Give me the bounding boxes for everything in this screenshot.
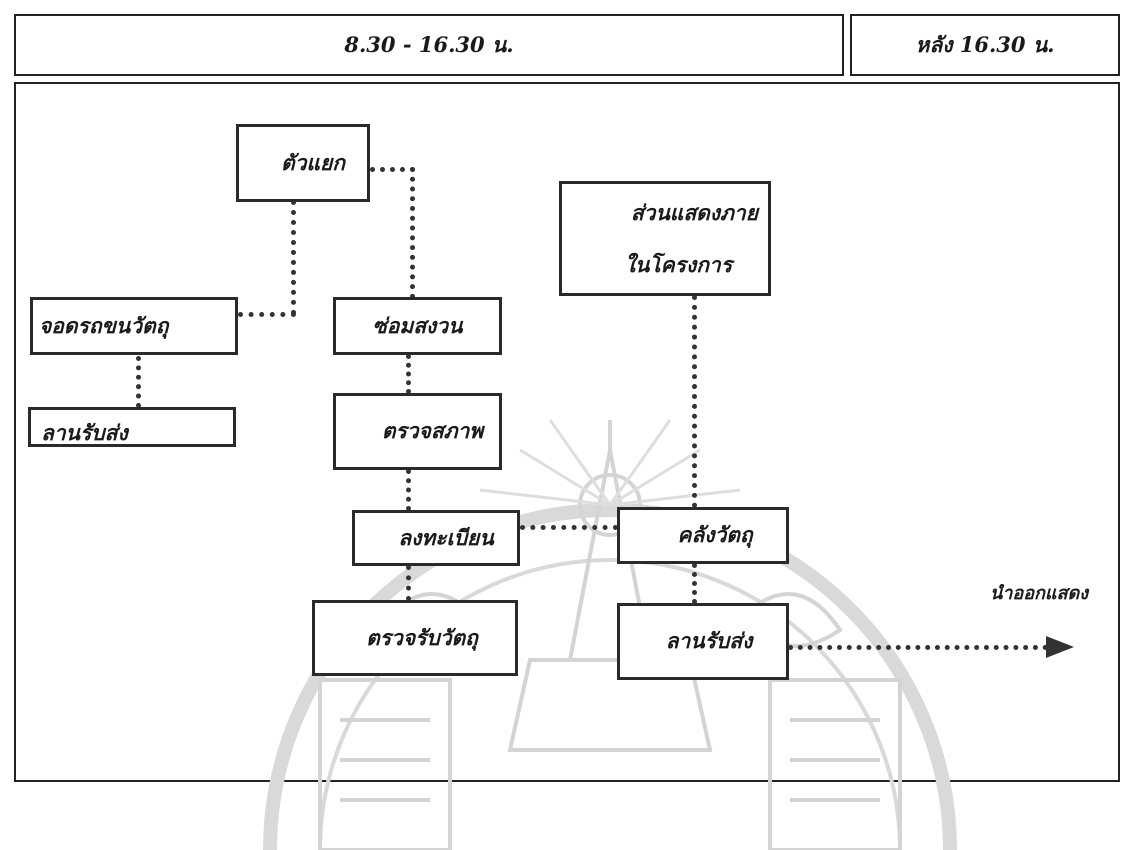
- node-separate-label: ตัวแยก: [281, 149, 345, 175]
- connector-separate-right: [370, 167, 415, 172]
- connector-register-to-storage: [520, 525, 618, 530]
- node-inspect: ตรวจสภาพ: [333, 393, 502, 470]
- node-exhibit-line2: ในโครงการ: [624, 251, 732, 277]
- connector-register-to-receive: [406, 565, 411, 601]
- connector-truckpark-to-separate: [238, 312, 296, 317]
- node-separate: ตัวแยก: [236, 124, 370, 202]
- node-dispatch-yard-left-label: ลานรับส่ง: [41, 420, 128, 445]
- node-register: ลงทะเบียน: [352, 510, 520, 566]
- arrow-right-icon: [1046, 636, 1074, 658]
- header-working-hours: 8.30 - 16.30 น.: [14, 14, 844, 76]
- diagram-frame: [14, 82, 1120, 782]
- take-out-label: นำออกแสดง: [990, 583, 1088, 604]
- node-repair: ซ่อมสงวน: [333, 297, 502, 355]
- node-repair-label: ซ่อมสงวน: [372, 312, 463, 338]
- working-hours-label: 8.30 - 16.30 น.: [344, 31, 514, 57]
- connector-repair-to-inspect: [406, 354, 411, 394]
- connector-storage-to-yard: [692, 563, 697, 604]
- node-register-label: ลงทะเบียน: [398, 524, 494, 550]
- after-hours-label: หลัง 16.30 น.: [915, 31, 1055, 57]
- node-dispatch-yard-left: ลานรับส่ง: [28, 407, 236, 447]
- node-exhibit: ส่วนแสดงภาย ในโครงการ: [559, 181, 771, 296]
- connector-separate-to-repair: [410, 167, 415, 299]
- node-exhibit-line1: ส่วนแสดงภาย: [630, 199, 758, 225]
- node-inspect-label: ตรวจสภาพ: [381, 418, 484, 443]
- node-storage: คลังวัตถุ: [617, 507, 789, 564]
- take-out-annotation: นำออกแสดง: [990, 578, 1088, 607]
- node-receive-label: ตรวจรับวัตถุ: [366, 624, 478, 650]
- header-after-hours: หลัง 16.30 น.: [850, 14, 1120, 76]
- connector-truckpark-to-yard: [136, 356, 141, 408]
- connector-exhibit-to-storage: [692, 295, 697, 508]
- node-truck-park: จอดรถขนวัตถุ: [30, 297, 238, 355]
- connector-separate-down: [291, 200, 296, 315]
- node-dispatch-yard-right: ลานรับส่ง: [617, 603, 789, 680]
- connector-inspect-to-register: [406, 469, 411, 511]
- connector-yard-to-outside: [788, 645, 1048, 650]
- node-dispatch-yard-right-label: ลานรับส่ง: [665, 628, 753, 653]
- node-truck-park-label: จอดรถขนวัตถุ: [39, 312, 169, 338]
- node-storage-label: คลังวัตถุ: [677, 522, 753, 547]
- node-receive: ตรวจรับวัตถุ: [312, 600, 518, 676]
